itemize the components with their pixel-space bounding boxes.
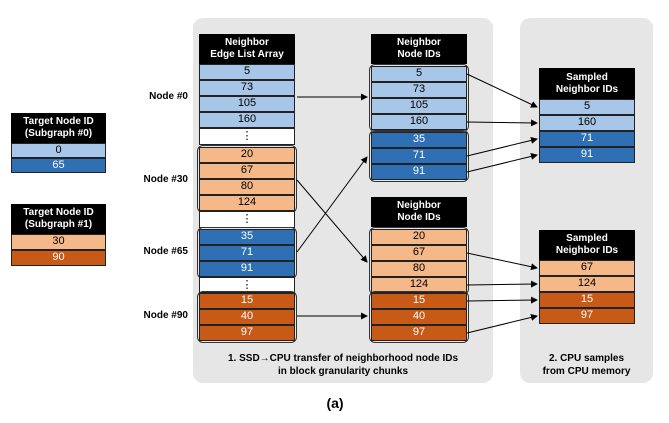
arrow-91-to-sampled: [466, 153, 538, 173]
arrow-15-to-sampled: [466, 296, 538, 304]
neighbor-ids-bottom-header: Neighbor Node IDs: [371, 197, 467, 227]
arrow-97-to-sampled: [466, 314, 538, 334]
arrow-71-to-sampled: [466, 137, 538, 157]
sampled-cell: 5: [539, 99, 635, 115]
edge-cell: 160: [199, 112, 295, 128]
edge-cell: 97: [199, 325, 295, 341]
edge-ellipsis: ⋮: [199, 277, 295, 293]
node-label-0: Node #0: [149, 91, 188, 102]
target-header-subgraph1: Target Node ID (Subgraph #1): [11, 204, 106, 234]
edge-cell: 67: [199, 163, 295, 179]
edge-cell: 5: [199, 64, 295, 80]
sampled-cell: 71: [539, 131, 635, 147]
edge-cell: 40: [199, 309, 295, 325]
edge-cell: 15: [199, 293, 295, 309]
edge-cell: 73: [199, 80, 295, 96]
node-label-30: Node #30: [143, 174, 188, 185]
arrow-160-to-sampled: [466, 119, 538, 127]
arrow-node30-to-neighbor-bottom: [296, 179, 368, 263]
neighbor-cell: 20: [371, 229, 467, 245]
sampled-cell: 91: [539, 147, 635, 163]
edge-cell: 71: [199, 245, 295, 261]
arrow-67-to-sampled: [466, 252, 538, 271]
target-cell: 65: [11, 158, 106, 173]
edge-ellipsis: ⋮: [199, 128, 295, 145]
neighbor-cell: 124: [371, 277, 467, 293]
sampled-cell: 97: [539, 308, 635, 324]
node-label-90: Node #90: [143, 310, 188, 321]
neighbor-cell: 105: [371, 98, 467, 114]
step2-caption: 2. CPU samples from CPU memory: [542, 353, 631, 377]
neighbor-cell: 97: [371, 325, 467, 341]
neighbor-cell: 40: [371, 309, 467, 325]
sampled-top-header: Sampled Neighbor IDs: [539, 68, 635, 99]
neighbor-cell: 5: [371, 66, 467, 82]
neighbor-cell: 15: [371, 293, 467, 309]
arrow-5-to-sampled: [466, 73, 538, 108]
node90-block: [197, 291, 297, 343]
sampled-cell: 124: [539, 276, 635, 292]
node-label-65: Node #65: [143, 246, 188, 257]
neighbor-bottom-block-b: [369, 291, 469, 343]
neighbor-cell: 71: [371, 148, 467, 164]
neighbor-ids-top-header: Neighbor Node IDs: [371, 34, 467, 64]
edge-cell: 20: [199, 147, 295, 163]
edge-cell: 91: [199, 261, 295, 277]
neighbor-cell: 73: [371, 82, 467, 98]
edge-list-header: Neighbor Edge List Array: [199, 34, 295, 64]
sampled-bottom-header: Sampled Neighbor IDs: [539, 230, 635, 260]
sampled-cell: 15: [539, 292, 635, 308]
step1-caption: 1. SSD→CPU transfer of neighborhood node…: [227, 353, 458, 377]
edge-ellipsis: ⋮: [199, 211, 295, 228]
neighbor-cell: 80: [371, 261, 467, 277]
edge-cell: 124: [199, 195, 295, 211]
edge-cell: 35: [199, 229, 295, 245]
edge-cell: 105: [199, 96, 295, 112]
sampled-cell: 67: [539, 260, 635, 276]
target-header-subgraph0: Target Node ID (Subgraph #0): [11, 113, 106, 143]
neighbor-cell: 160: [371, 114, 467, 130]
target-cell: 90: [11, 250, 106, 266]
neighbor-cell: 35: [371, 132, 467, 148]
target-cell: 0: [11, 143, 106, 158]
edge-cell: 80: [199, 179, 295, 195]
arrow-node65-to-neighbor-top: [296, 156, 368, 253]
figure-label: (a): [326, 395, 344, 411]
neighbor-cell: 67: [371, 245, 467, 261]
target-cell: 30: [11, 234, 106, 250]
neighbor-cell: 91: [371, 164, 467, 180]
sampled-cell: 160: [539, 115, 635, 131]
arrow-124-to-sampled: [466, 280, 538, 288]
neighbor-top-block-a: [369, 64, 469, 132]
